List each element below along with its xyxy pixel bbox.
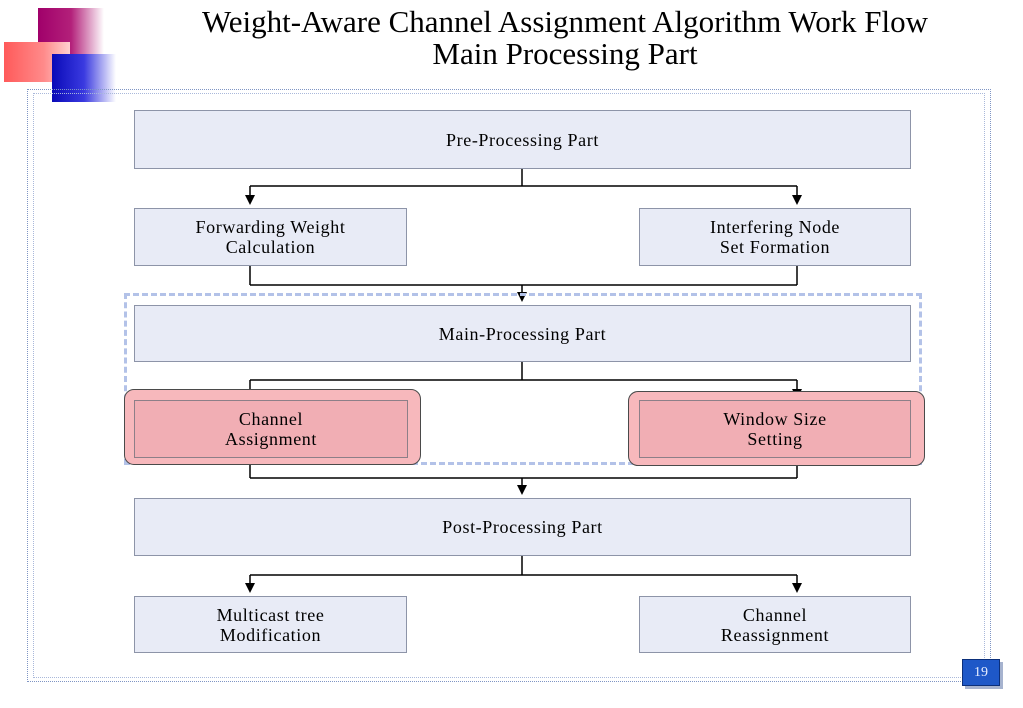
main-processing-box: Main-Processing Part xyxy=(134,305,911,362)
channel-assignment-box: Channel Assignment xyxy=(134,400,408,458)
logo-blue-square xyxy=(52,54,116,102)
channel-reassignment-box: Channel Reassignment xyxy=(639,596,911,653)
main-processing-group xyxy=(124,293,922,465)
multicast-tree-box: Multicast tree Modification xyxy=(134,596,407,653)
content-frame-inner xyxy=(33,93,985,678)
content-frame-outer xyxy=(27,89,991,682)
slide-title: Weight-Aware Channel Assignment Algorith… xyxy=(201,4,929,71)
interfering-node-box: Interfering Node Set Formation xyxy=(639,208,911,266)
post-processing-box: Post-Processing Part xyxy=(134,498,911,556)
window-size-box: Window Size Setting xyxy=(639,400,911,458)
forwarding-weight-box: Forwarding Weight Calculation xyxy=(134,208,407,266)
page-number: 19 xyxy=(962,659,1000,686)
pre-processing-box: Pre-Processing Part xyxy=(134,110,911,169)
